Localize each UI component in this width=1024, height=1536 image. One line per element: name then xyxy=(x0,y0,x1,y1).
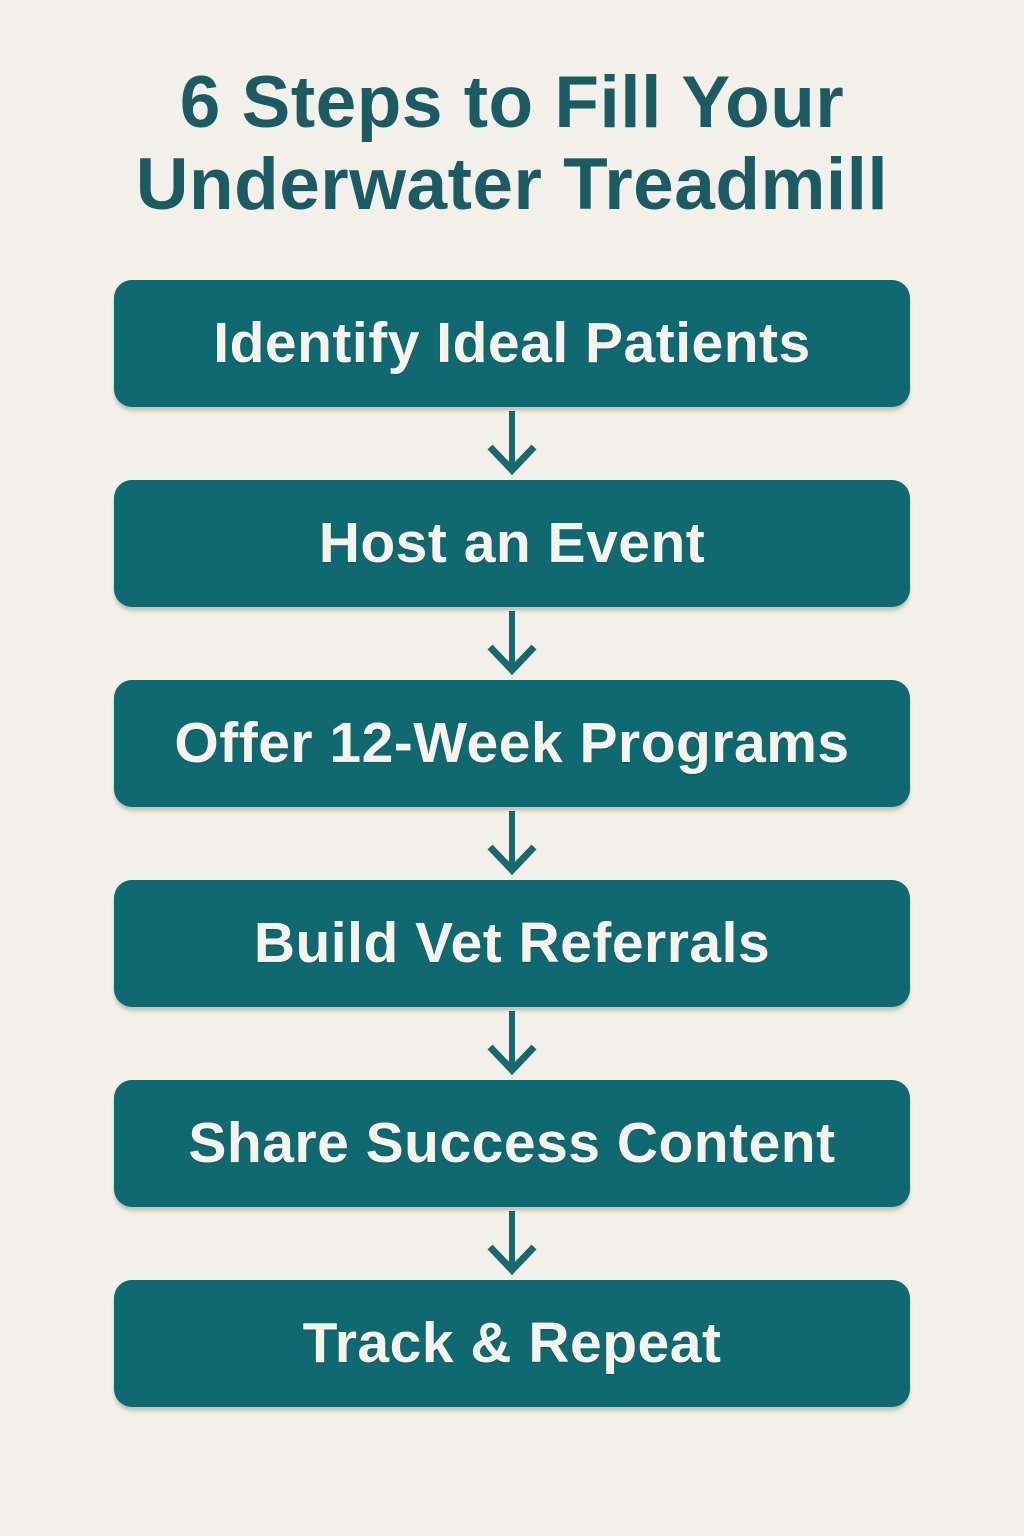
down-arrow-icon xyxy=(481,1207,543,1280)
down-arrow-icon xyxy=(481,607,543,680)
flowchart: Identify Ideal Patients Host an Event Of… xyxy=(114,279,910,1407)
flow-step-track-and-repeat: Track & Repeat xyxy=(114,1279,910,1407)
down-arrow-icon xyxy=(481,1007,543,1080)
step-label: Host an Event xyxy=(318,511,706,575)
step-label: Track & Repeat xyxy=(302,1311,722,1375)
flow-step-offer-12-week-programs: Offer 12-Week Programs xyxy=(114,679,910,807)
page-title-line1: 6 Steps to Fill Your xyxy=(179,62,845,143)
flow-step-host-an-event: Host an Event xyxy=(114,479,910,607)
down-arrow-icon xyxy=(481,807,543,880)
page-title: 6 Steps to Fill Your Underwater Treadmil… xyxy=(52,62,972,226)
step-label: Identify Ideal Patients xyxy=(213,311,811,375)
step-label: Share Success Content xyxy=(188,1111,836,1175)
flow-step-share-success-content: Share Success Content xyxy=(114,1079,910,1207)
page-title-line2: Underwater Treadmill xyxy=(135,143,889,225)
step-label: Offer 12-Week Programs xyxy=(174,711,850,775)
down-arrow-icon xyxy=(481,407,543,480)
step-label: Build Vet Referrals xyxy=(253,911,771,975)
flow-step-build-vet-referrals: Build Vet Referrals xyxy=(114,879,910,1007)
flow-step-identify-ideal-patients: Identify Ideal Patients xyxy=(114,279,910,407)
